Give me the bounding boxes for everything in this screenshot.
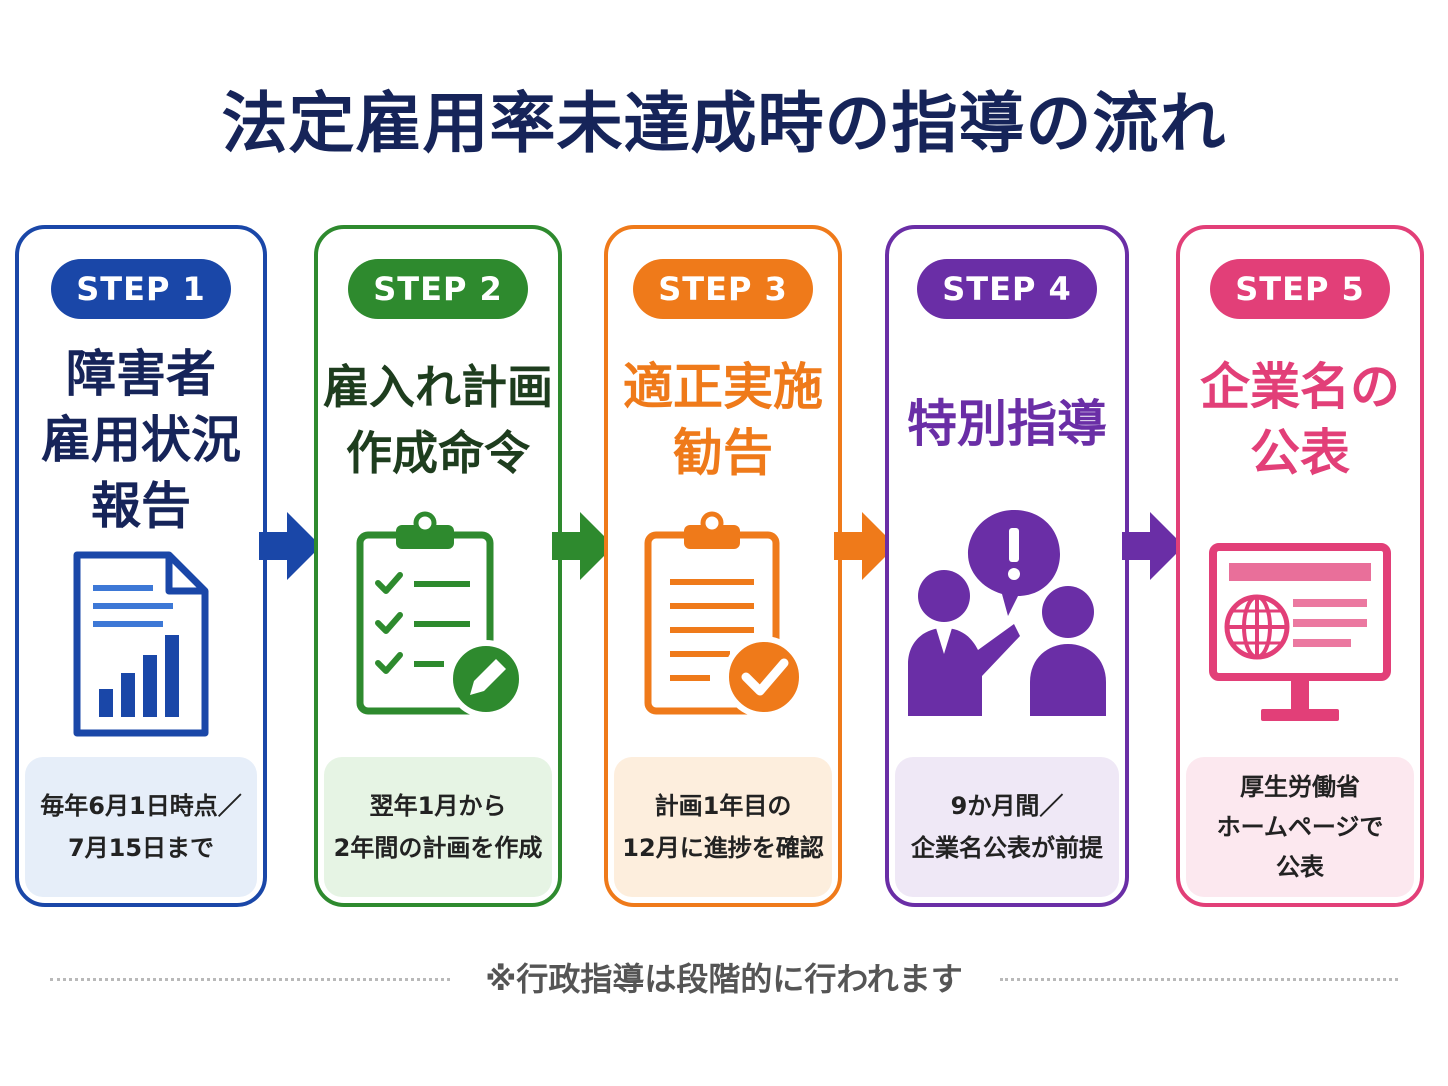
step-2-description: 翌年1月から 2年間の計画を作成 <box>324 757 552 897</box>
arrow-right-icon <box>552 512 614 580</box>
step-5-description: 厚生労働省 ホームページで 公表 <box>1186 757 1414 897</box>
arrow-right-icon <box>259 512 321 580</box>
step-5-card: STEP 5 企業名の 公表 厚生労働省 ホームページで 公表 <box>1176 225 1424 907</box>
step-2-heading: 雇入れ計画 作成命令 <box>323 360 553 480</box>
monitor-globe-icon <box>1209 543 1391 721</box>
step-3-heading: 適正実施 勧告 <box>623 358 823 482</box>
arrow-right-icon <box>1122 512 1184 580</box>
step-2-badge: STEP 2 <box>348 259 528 319</box>
document-chart-icon <box>73 551 209 737</box>
step-2-card: STEP 2 雇入れ計画 作成命令 翌年1月から 2年間の計画を作成 <box>314 225 562 907</box>
clipboard-checklist-pencil-icon <box>356 511 525 718</box>
footer-note-row: ※行政指導は段階的に行われます <box>50 955 1398 1005</box>
arrow-right-icon <box>834 512 896 580</box>
step-5-badge: STEP 5 <box>1210 259 1390 319</box>
divider-left <box>50 978 450 981</box>
divider-right <box>1000 978 1398 981</box>
step-4-description: 9か月間／ 企業名公表が前提 <box>895 757 1119 897</box>
step-1-card: STEP 1 障害者 雇用状況 報告 毎年6月1日時点／ 7月15日まで <box>15 225 267 907</box>
footer-note: ※行政指導は段階的に行われます <box>50 955 1398 1003</box>
step-1-badge: STEP 1 <box>51 259 231 319</box>
meeting-alert-icon <box>908 510 1106 716</box>
page-title: 法定雇用率未達成時の指導の流れ <box>221 85 1227 162</box>
step-1-description: 毎年6月1日時点／ 7月15日まで <box>25 757 257 897</box>
step-3-description: 計画1年目の 12月に進捗を確認 <box>614 757 832 897</box>
clipboard-checkmark-icon <box>644 511 805 718</box>
step-1-heading: 障害者 雇用状況 報告 <box>41 345 241 535</box>
step-5-heading: 企業名の 公表 <box>1200 358 1400 482</box>
step-4-card: STEP 4 特別指導 9か月間／ 企業名公表が前提 <box>885 225 1129 907</box>
step-3-card: STEP 3 適正実施 勧告 計画1年目の 12月に進捗を確認 <box>604 225 842 907</box>
step-4-heading: 特別指導 <box>907 395 1107 453</box>
step-4-badge: STEP 4 <box>917 259 1097 319</box>
step-3-badge: STEP 3 <box>633 259 813 319</box>
